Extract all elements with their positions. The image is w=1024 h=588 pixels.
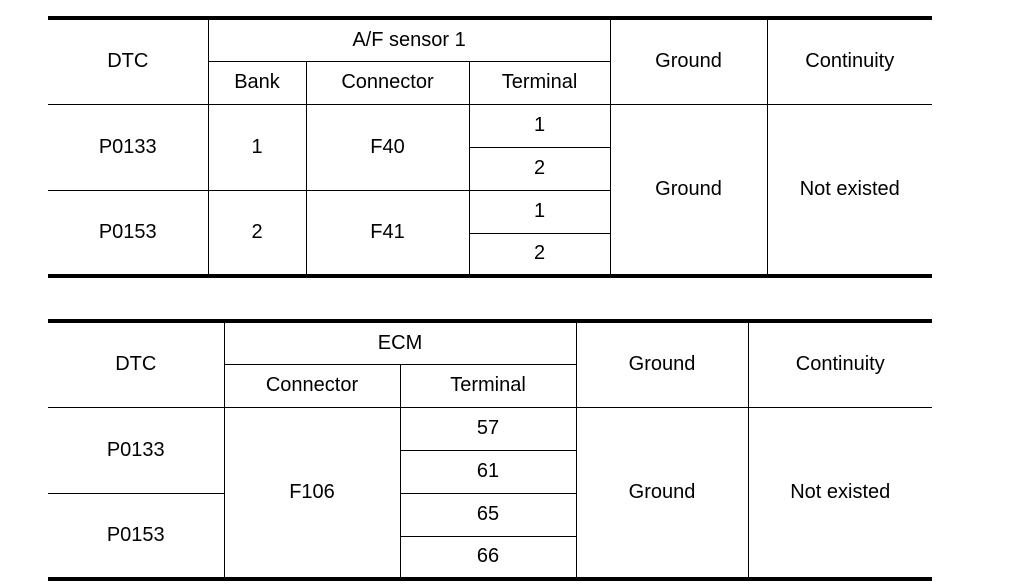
connector-cell: F40 [305, 103, 470, 191]
header-terminal: Terminal [468, 60, 611, 105]
bank-cell: 2 [207, 189, 307, 278]
ground-cell: Ground [609, 103, 768, 278]
ecm-continuity-table: DTC ECM Ground Continuity Connector Term… [48, 319, 933, 581]
connector-cell: F106 [223, 406, 401, 581]
bank-cell: 1 [207, 103, 307, 191]
terminal-cell: 61 [399, 449, 577, 494]
header-ground: Ground [609, 16, 768, 105]
header-continuity: Continuity [766, 16, 933, 105]
continuity-cell: Not existed [766, 103, 933, 278]
dtc-cell: P0153 [48, 189, 209, 278]
header-continuity: Continuity [747, 319, 933, 408]
terminal-cell: 2 [468, 232, 611, 278]
terminal-cell: 66 [399, 535, 577, 581]
header-connector: Connector [223, 363, 401, 408]
dtc-cell: P0133 [48, 103, 209, 191]
connector-cell: F41 [305, 189, 470, 278]
header-af-sensor-1: A/F sensor 1 [207, 16, 611, 62]
header-terminal: Terminal [399, 363, 577, 408]
terminal-cell: 57 [399, 406, 577, 451]
terminal-cell: 1 [468, 103, 611, 148]
header-ecm: ECM [223, 319, 577, 365]
ground-cell: Ground [575, 406, 749, 581]
header-connector: Connector [305, 60, 470, 105]
dtc-cell: P0153 [48, 492, 225, 581]
terminal-cell: 65 [399, 492, 577, 537]
header-dtc: DTC [48, 16, 209, 105]
terminal-cell: 2 [468, 146, 611, 191]
header-bank: Bank [207, 60, 307, 105]
terminal-cell: 1 [468, 189, 611, 234]
header-ground: Ground [575, 319, 749, 408]
af-sensor-continuity-table: DTC A/F sensor 1 Ground Continuity Bank … [48, 16, 933, 278]
continuity-cell: Not existed [747, 406, 933, 581]
header-dtc: DTC [48, 319, 225, 408]
dtc-cell: P0133 [48, 406, 225, 494]
